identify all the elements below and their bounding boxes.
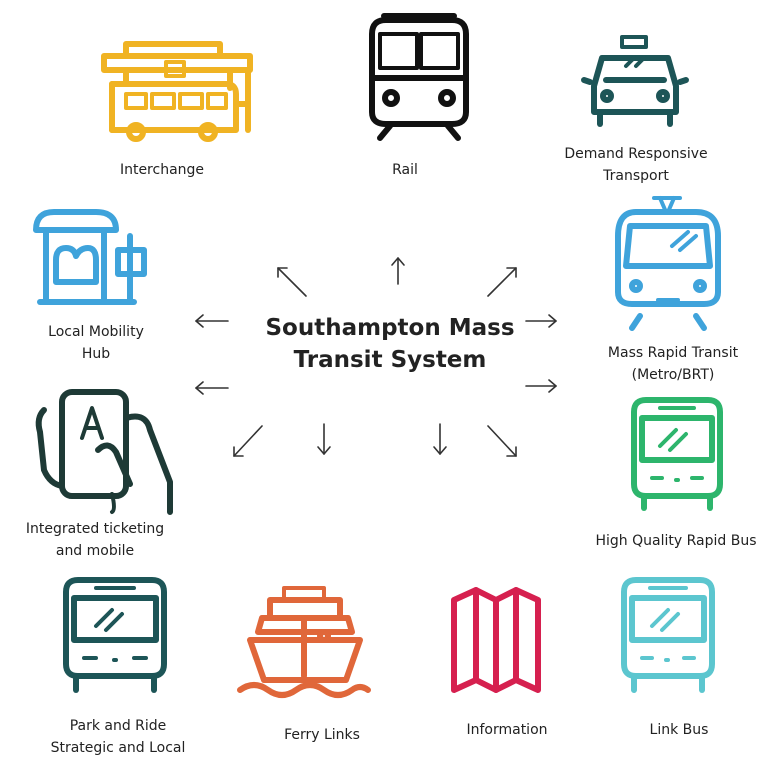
label-information-text: Information (466, 722, 548, 738)
label-ferry-links-text: Ferry Links (284, 727, 360, 743)
bus-front-icon (621, 577, 715, 693)
arrow-right-lower (525, 379, 557, 393)
label-integrated-ticketing-line-2: and mobile (55, 543, 135, 559)
label-mass-rapid-transit-line-1: Mass Rapid Transit (607, 345, 739, 361)
label-demand-responsive-line-1: Demand Responsive (564, 146, 708, 162)
arrow-down-mid-right (433, 423, 447, 455)
label-interchange: Interchange (92, 159, 232, 181)
label-local-mobility-line-2: Hub (81, 346, 111, 362)
label-mass-rapid-transit: Mass Rapid Transit (Metro/BRT) (580, 342, 766, 386)
kiosk-icon (33, 209, 147, 305)
label-rail: Rail (355, 159, 455, 181)
phone-in-hand-icon (35, 389, 173, 515)
ship-icon (237, 586, 371, 698)
label-high-quality-rapid-bus: High Quality Rapid Bus (578, 530, 774, 552)
label-high-quality-rapid-bus-text: High Quality Rapid Bus (595, 533, 757, 549)
arrow-up (391, 257, 405, 285)
arrow-left-lower (195, 381, 229, 395)
label-park-and-ride-line-2: Strategic and Local (50, 740, 186, 756)
bus-station-icon (101, 41, 253, 142)
center-title-line-1: Southampton Mass (265, 315, 515, 341)
label-ferry-links: Ferry Links (262, 724, 382, 746)
arrow-up-right (487, 267, 517, 297)
arrow-down-mid-left (317, 423, 331, 455)
label-rail-text: Rail (392, 162, 418, 178)
label-interchange-text: Interchange (119, 162, 205, 178)
label-local-mobility-line-1: Local Mobility (48, 324, 144, 340)
arrow-right-upper (525, 314, 557, 328)
folded-map-icon (451, 587, 541, 693)
label-mass-rapid-transit-line-2: (Metro/BRT) (631, 367, 715, 383)
train-icon (369, 13, 469, 141)
arrow-down-left (233, 425, 263, 457)
label-integrated-ticketing-line-1: Integrated ticketing (25, 521, 165, 537)
bus-front-icon (631, 397, 723, 511)
label-link-bus: Link Bus (624, 719, 734, 741)
arrow-down-right (487, 425, 517, 457)
taxi-icon (581, 35, 689, 127)
label-demand-responsive-line-2: Transport (603, 168, 669, 184)
arrow-up-left (277, 267, 307, 297)
center-title-line-2: Transit System (293, 347, 487, 373)
label-link-bus-text: Link Bus (649, 722, 709, 738)
tram-icon (615, 196, 721, 331)
label-park-and-ride-line-1: Park and Ride (69, 718, 167, 734)
center-title: Southampton Mass Transit System (230, 312, 550, 376)
label-park-and-ride: Park and Ride Strategic and Local (32, 715, 204, 759)
label-demand-responsive-transport: Demand Responsive Transport (548, 143, 724, 187)
label-information: Information (444, 719, 570, 741)
label-integrated-ticketing: Integrated ticketing and mobile (4, 518, 186, 562)
bus-front-icon (63, 577, 167, 693)
arrow-left-upper (195, 314, 229, 328)
label-local-mobility-hub: Local Mobility Hub (26, 321, 166, 365)
